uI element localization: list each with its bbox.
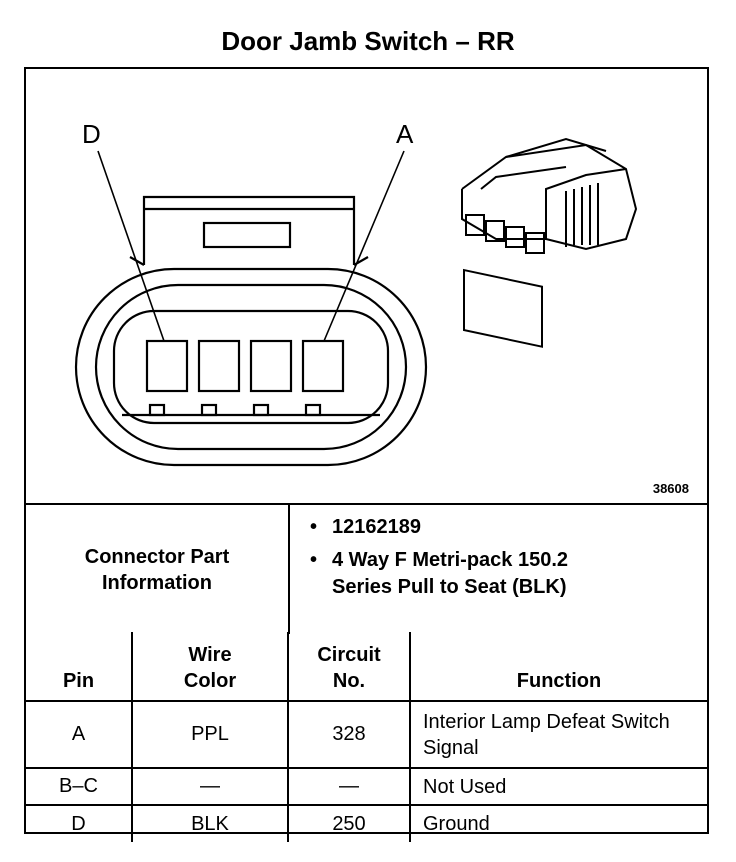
pin-label-a: A [396,119,414,149]
connector-info-label-cell: Connector Part Information [26,505,290,634]
terminal-c [197,339,241,393]
terminal-a [301,339,345,393]
pinout-header-row: Pin Wire Color Circuit No. Function [26,632,707,702]
header-wire-color: Wire Color [131,632,289,702]
cell-circuit: 328 [287,700,411,769]
cell-circuit: 250 [287,804,411,842]
connector-face-drawing [74,137,638,467]
cell-circuit: — [287,767,411,806]
cell-wire-color: — [131,767,289,806]
connector-description: 4 Way F Metri-pack 150.2 Series Pull to … [310,547,572,601]
page-title: Door Jamb Switch – RR [221,26,515,56]
connector-frame: D A 38608 Connector Part Information 121… [24,67,709,842]
leader-line-d [97,150,165,342]
table-row: B–C — — Not Used [26,767,707,806]
cell-wire-color: PPL [131,700,289,769]
connector-info-list: 12162189 4 Way F Metri-pack 150.2 Series… [290,505,707,601]
figure-number: 38608 [652,481,689,496]
connector-outer-shell [74,267,428,467]
connector-info-section: Connector Part Information 12162189 4 Wa… [26,503,707,634]
header-circuit-no-text: Circuit No. [317,644,381,692]
cell-function: Ground [409,804,707,842]
latch-housing [142,195,356,265]
cell-function: Not Used [409,767,707,806]
connector-iso-view [461,137,638,348]
connector-info-label: Connector Part Information [84,545,230,594]
cell-pin: D [26,804,133,842]
connector-inner-shell [94,283,408,451]
connector-cavity [112,309,390,425]
header-wire-color-text: Wire Color [183,644,237,692]
cell-pin: B–C [26,767,133,806]
terminal-d [145,339,189,393]
header-pin: Pin [26,632,133,702]
leader-line-a [323,150,405,342]
table-row: A PPL 328 Interior Lamp Defeat Switch Si… [26,700,707,769]
connector-info-items-cell: 12162189 4 Way F Metri-pack 150.2 Series… [290,505,707,634]
latch-window [202,221,292,249]
connector-part-number: 12162189 [310,514,707,541]
terminal-b [249,339,293,393]
header-function: Function [409,632,707,702]
connector-diagram: D A 38608 [26,69,707,503]
cell-function-text: Interior Lamp Defeat Switch Signal [423,710,670,759]
cell-pin: A [26,700,133,769]
pinout-table: Pin Wire Color Circuit No. Function A PP… [26,632,707,842]
pin-label-d: D [82,119,101,149]
cell-function: Interior Lamp Defeat Switch Signal [409,700,707,769]
header-circuit-no: Circuit No. [287,632,411,702]
cell-wire-color: BLK [131,804,289,842]
table-row: D BLK 250 Ground [26,804,707,842]
